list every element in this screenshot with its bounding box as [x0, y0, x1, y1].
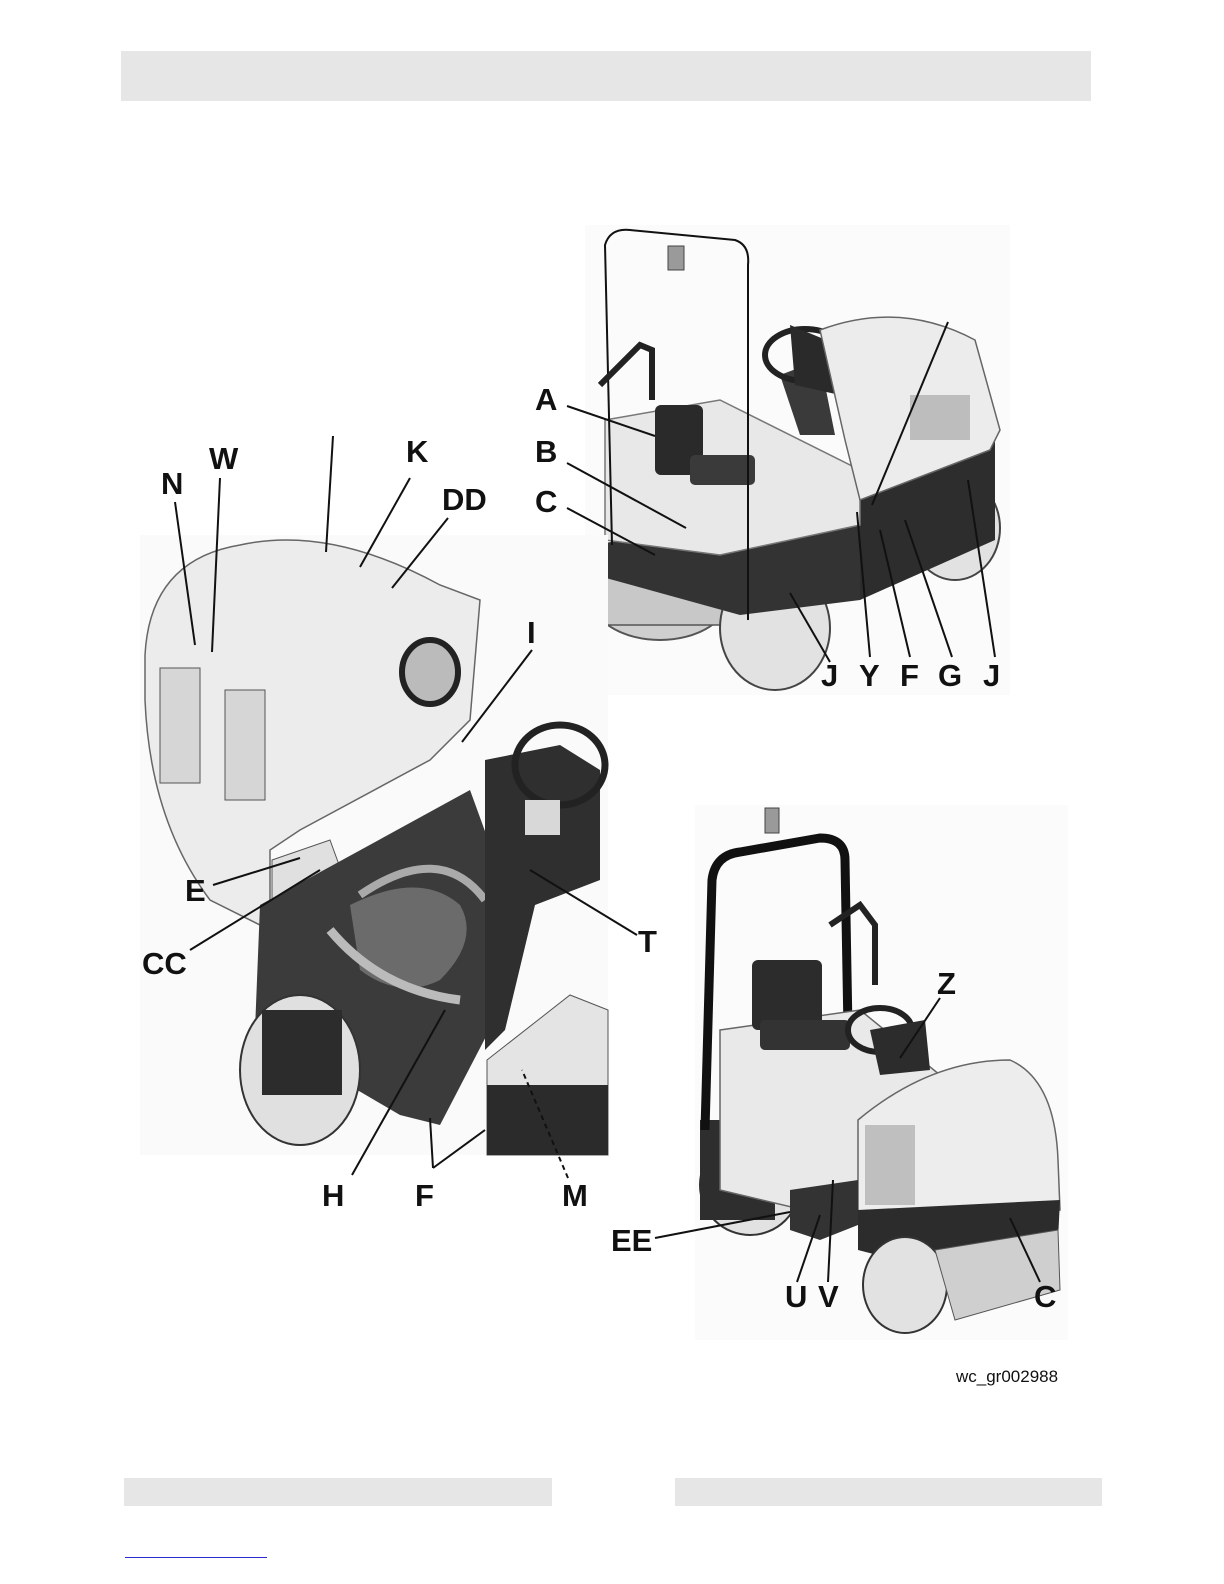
label-c-top: C: [535, 484, 557, 519]
footer-bar-right: [675, 1478, 1102, 1506]
label-i: I: [527, 615, 536, 650]
label-t: T: [638, 924, 657, 959]
label-k: K: [406, 434, 429, 469]
label-m: M: [562, 1178, 588, 1213]
footer-bar-left: [124, 1478, 552, 1506]
label-f-top: F: [900, 658, 919, 693]
label-w: W: [209, 441, 239, 476]
label-n: N: [161, 466, 183, 501]
label-f-left: F: [415, 1178, 434, 1213]
label-a: A: [535, 382, 557, 417]
label-ee: EE: [611, 1223, 652, 1258]
figure-reference-id: wc_gr002988: [955, 1367, 1058, 1386]
label-y: Y: [859, 658, 880, 693]
label-h: H: [322, 1178, 344, 1213]
open-hood-illustration: [140, 535, 608, 1155]
label-g: G: [938, 658, 962, 693]
label-b: B: [535, 434, 557, 469]
label-dd: DD: [442, 482, 487, 517]
label-u: U: [785, 1279, 807, 1314]
label-cc: CC: [142, 946, 187, 981]
label-j-left: J: [821, 658, 838, 693]
label-j-right: J: [983, 658, 1000, 693]
label-e: E: [185, 873, 206, 908]
front-view-illustration: [695, 805, 1068, 1340]
rear-view-illustration: [585, 225, 1010, 695]
label-z: Z: [937, 966, 956, 1001]
link-underline[interactable]: [125, 1557, 267, 1558]
label-v: V: [818, 1279, 839, 1314]
label-c-bottom: C: [1034, 1279, 1056, 1314]
